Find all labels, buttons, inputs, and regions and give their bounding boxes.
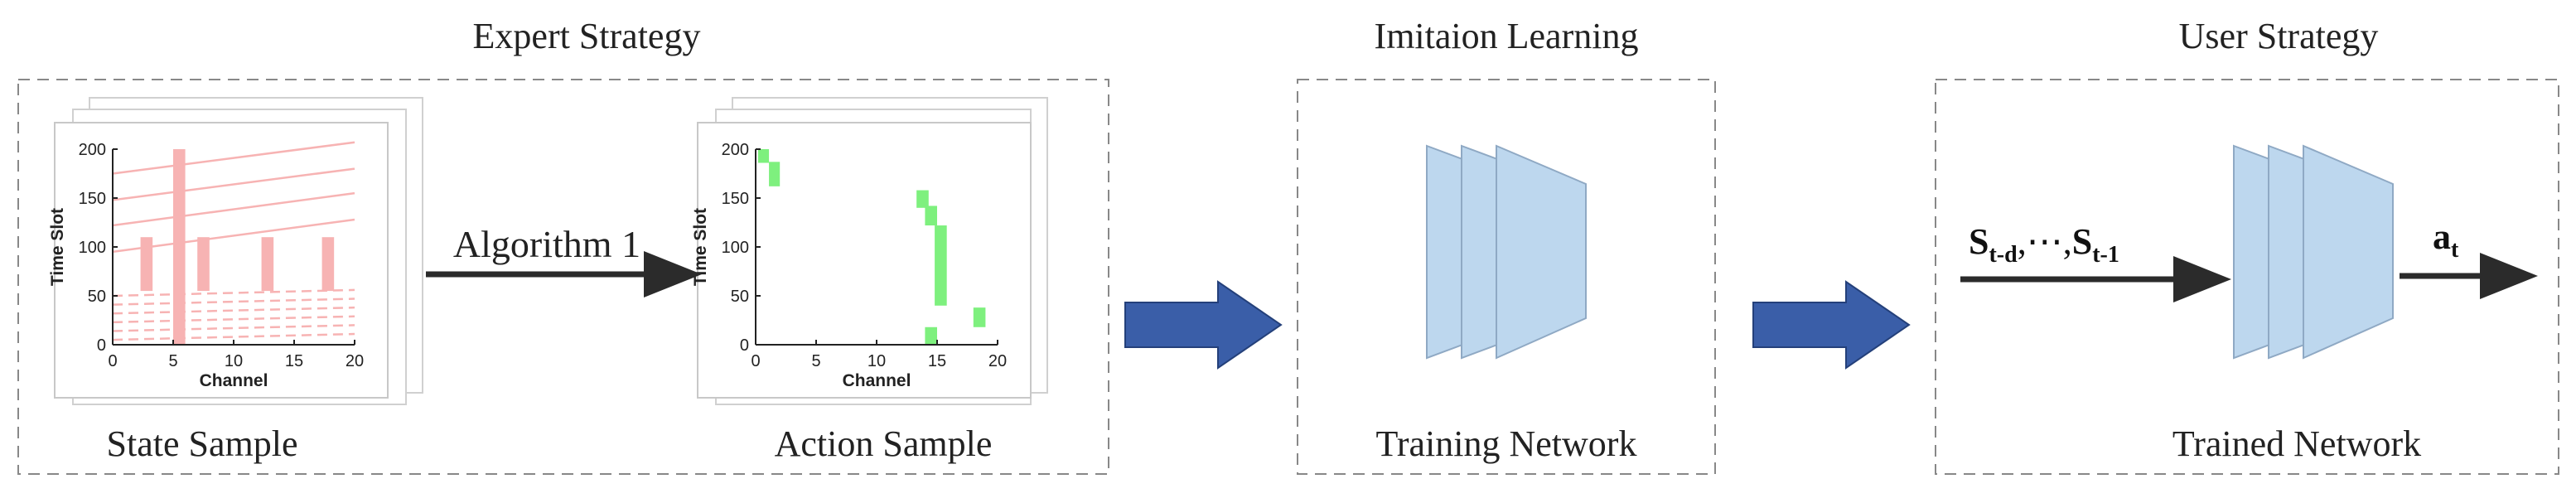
state-bar-4 (321, 237, 335, 292)
y-tick-label: 50 (88, 288, 106, 306)
state-bar-0 (140, 237, 153, 292)
algorithm-1-label: Algorithm 1 (453, 223, 640, 265)
state-dash-0 (112, 332, 355, 341)
x-tick-label: 0 (108, 352, 117, 370)
block-arrow-1 (1124, 280, 1283, 370)
y-tick-label: 100 (79, 239, 106, 257)
state-sample-label: State Sample (107, 423, 298, 464)
input-state-sub1: t-d (1989, 242, 2018, 268)
x-tick-label: 0 (751, 352, 760, 370)
state-line-0 (112, 218, 355, 254)
y-axis-label: Time Slot (48, 208, 67, 286)
output-action: at (2433, 216, 2459, 263)
state-line-1 (112, 191, 355, 227)
y-tick-label: 100 (722, 239, 749, 257)
x-tick-label: 5 (168, 352, 177, 370)
expert-strategy-panel (17, 79, 1109, 475)
training-network-icon (1426, 144, 1587, 360)
y-tick-label: 0 (740, 336, 749, 355)
x-axis-label: Channel (200, 371, 268, 390)
action-cell-0 (757, 149, 770, 163)
input-state-sequence: St-d,⋯,St-1 (1969, 221, 2119, 268)
state-bar-2 (197, 237, 210, 292)
output-action-sub: t (2451, 237, 2459, 263)
output-action-a: a (2433, 216, 2451, 257)
y-tick-label: 150 (79, 190, 106, 208)
action-cell-3 (925, 206, 937, 226)
x-tick-label: 10 (225, 352, 243, 370)
user-strategy-title: User Strategy (2179, 16, 2379, 56)
state-bar-1 (173, 149, 186, 345)
imitation-learning-panel (1297, 79, 1716, 475)
action-sample-label: Action Sample (775, 423, 993, 464)
x-tick-label: 20 (346, 352, 364, 370)
y-tick-label: 50 (731, 288, 749, 306)
imitation-learning-title: Imitaion Learning (1375, 16, 1639, 56)
action-cell-5 (925, 326, 937, 345)
input-state-ellipsis: ,⋯, (2018, 221, 2072, 262)
state-dash-1 (112, 324, 355, 332)
trained-network-label: Trained Network (2172, 423, 2421, 464)
x-tick-label: 15 (928, 352, 946, 370)
action-cell-6 (973, 307, 986, 327)
input-state-s2: S (2072, 221, 2092, 262)
y-tick-label: 200 (722, 141, 749, 159)
y-tick-label: 200 (79, 141, 106, 159)
action-cell-4 (935, 225, 947, 306)
x-tick-label: 20 (988, 352, 1007, 370)
y-tick-label: 150 (722, 190, 749, 208)
y-axis-label: Time Slot (691, 208, 710, 286)
x-axis-label: Channel (843, 371, 911, 390)
x-tick-label: 10 (868, 352, 886, 370)
x-tick-label: 15 (285, 352, 303, 370)
x-tick-label: 5 (811, 352, 820, 370)
state-dash-4 (112, 297, 355, 306)
state-bar-3 (261, 237, 274, 292)
state-dash-2 (112, 315, 355, 324)
block-arrow-2 (1752, 280, 1911, 370)
expert-strategy-title: Expert Strategy (473, 16, 701, 56)
state-line-3 (112, 141, 355, 175)
state-sample-stack (54, 97, 423, 405)
y-tick-label: 0 (97, 336, 106, 355)
action-sample-stack (697, 97, 1048, 405)
input-state-sub2: t-1 (2092, 242, 2119, 268)
action-cell-2 (916, 190, 929, 208)
action-cell-1 (769, 162, 781, 186)
trained-network-icon (2233, 144, 2394, 360)
state-line-2 (112, 167, 355, 201)
state-dash-5 (112, 288, 355, 297)
training-network-label: Training Network (1376, 423, 1637, 464)
user-strategy-panel (1935, 79, 2559, 475)
state-dash-3 (112, 306, 355, 315)
input-state-s1: S (1969, 221, 1989, 262)
